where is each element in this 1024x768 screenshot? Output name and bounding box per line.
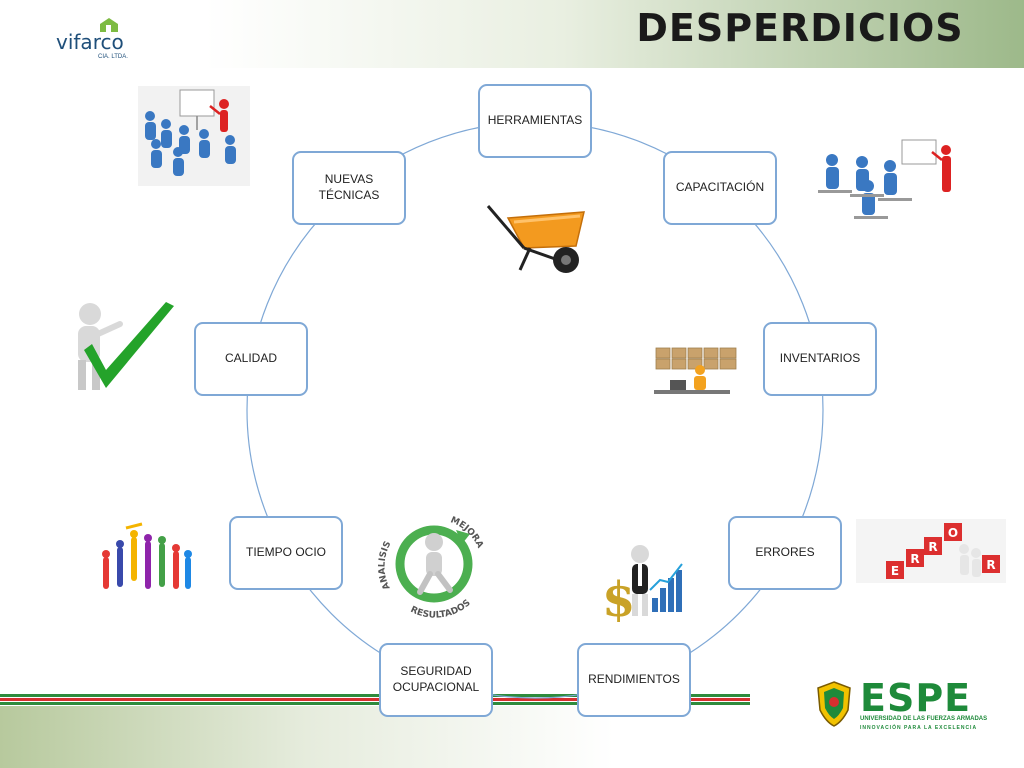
node-label: RENDIMIENTOS: [588, 672, 680, 687]
check-mark-person-icon: [78, 302, 174, 390]
header-band: [0, 0, 1024, 68]
error-letter: E: [891, 564, 899, 578]
cycle-label-analisis: ANALISIS: [377, 540, 393, 591]
node-label: CAPACITACIÓN: [675, 180, 765, 195]
node-errores: ERRORES: [728, 516, 842, 590]
espe-motto: INNOVACIÓN PARA LA EXCELENCIA: [860, 725, 978, 731]
node-label: NUEVAS TÉCNICAS: [318, 172, 380, 202]
node-label: ERRORES: [755, 545, 815, 560]
node-label: TIEMPO OCIO: [245, 545, 326, 560]
svg-text:$: $: [602, 572, 635, 622]
node-label: HERRAMIENTAS: [487, 113, 583, 128]
inventory-icon: [654, 347, 737, 394]
node-nuevas-tecnicas: NUEVAS TÉCNICAS: [292, 151, 406, 225]
espe-wordmark: ESPE: [860, 676, 972, 720]
node-inventarios: INVENTARIOS: [763, 322, 877, 396]
error-letter: R: [910, 552, 919, 566]
footer-stripes: [0, 694, 750, 708]
improvement-cycle-icon: ANALISIS MEJORA RESULTADOS: [377, 515, 484, 620]
node-herramientas: HERRAMIENTAS: [478, 84, 592, 158]
node-capacitacion: CAPACITACIÓN: [663, 151, 777, 225]
node-tiempo-ocio: TIEMPO OCIO: [229, 516, 343, 590]
node-label: SEGURIDAD OCUPACIONAL: [392, 664, 480, 694]
classroom-icon: [818, 139, 951, 219]
node-rendimientos: RENDIMIENTOS: [577, 643, 691, 717]
logo-subtitle: CIA. LTDA.: [98, 54, 128, 60]
page-title: DESPERDICIOS: [636, 6, 964, 50]
vifarco-logo: vifarco CIA. LTDA.: [40, 8, 148, 66]
house-icon: [100, 18, 118, 32]
logo-wordmark: vifarco: [56, 30, 124, 54]
node-seguridad-ocupacional: SEGURIDAD OCUPACIONAL: [379, 643, 493, 717]
node-calidad: CALIDAD: [194, 322, 308, 396]
wheelbarrow-icon: [486, 205, 585, 273]
node-label: INVENTARIOS: [779, 351, 861, 366]
error-letter: R: [928, 540, 937, 554]
performance-dollar-icon: $: [602, 545, 683, 622]
espe-logo: ESPE UNIVERSIDAD DE LAS FUERZAS ARMADAS …: [810, 676, 1000, 736]
people-celebrating-icon: [102, 522, 192, 589]
training-people-icon: [138, 86, 250, 186]
espe-seal-icon: [817, 681, 851, 727]
error-letter: O: [948, 526, 958, 540]
footer-band: [0, 706, 1024, 768]
node-label: CALIDAD: [224, 351, 277, 366]
error-letter: R: [986, 558, 995, 572]
espe-university: UNIVERSIDAD DE LAS FUERZAS ARMADAS: [860, 716, 988, 722]
error-blocks-icon: E R R O R: [856, 519, 1006, 583]
